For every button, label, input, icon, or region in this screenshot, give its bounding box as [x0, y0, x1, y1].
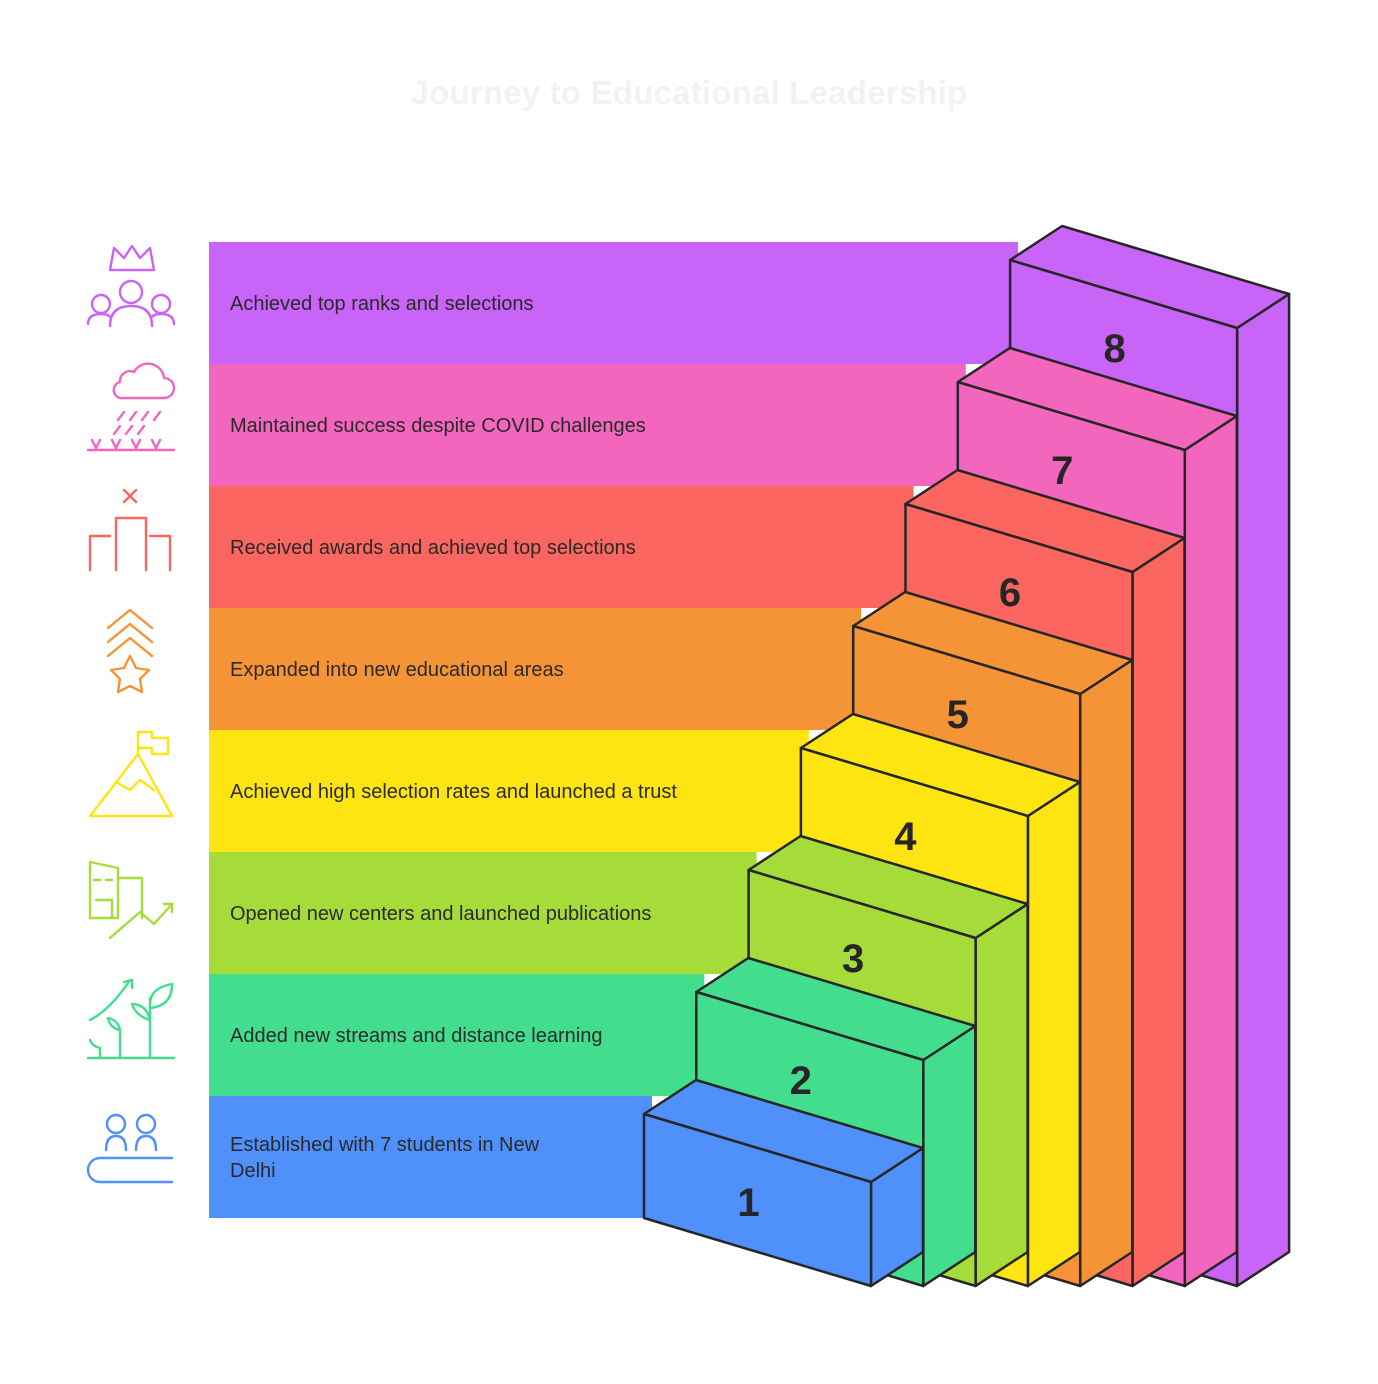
buildings-growth-icon — [88, 860, 174, 940]
people-on-platform-icon — [86, 1113, 174, 1184]
step-label-6: Received awards and achieved top selecti… — [230, 537, 636, 559]
step-block-1: 1 — [642, 1078, 925, 1288]
step-label-8: Achieved top ranks and selections — [230, 293, 534, 315]
mountain-flag-icon — [88, 730, 174, 818]
step-label-2: Added new streams and distance learning — [230, 1025, 602, 1047]
step-band-6 — [209, 486, 914, 608]
crowned-team-icon — [86, 244, 176, 328]
step-band-3 — [209, 852, 757, 974]
podium-icon — [88, 488, 172, 572]
chevrons-star-icon — [106, 608, 154, 694]
step-number-4: 4 — [894, 815, 917, 859]
diagram-title: Journey to Educational Leadership — [410, 74, 968, 111]
step-label-7: Maintained success despite COVID challen… — [230, 415, 646, 437]
growing-plants-icon — [86, 978, 176, 1060]
step-number-1: 1 — [737, 1181, 759, 1225]
step-number-6: 6 — [999, 571, 1021, 615]
step-band-8 — [209, 242, 1019, 364]
step-label-3: Opened new centers and launched publicat… — [230, 903, 651, 925]
step-label-5: Expanded into new educational areas — [230, 659, 564, 681]
step-number-2: 2 — [790, 1059, 812, 1103]
step-band-4 — [209, 730, 809, 852]
step-number-3: 3 — [842, 937, 864, 981]
step-number-5: 5 — [947, 693, 969, 737]
step-band-1 — [209, 1096, 652, 1218]
step-number-8: 8 — [1103, 327, 1125, 371]
step-number-7: 7 — [1051, 449, 1073, 493]
step-label-4: Achieved high selection rates and launch… — [230, 781, 677, 803]
step-band-2 — [209, 974, 705, 1096]
rain-cloud-icon — [86, 362, 176, 452]
step-band-7 — [209, 364, 966, 486]
step-band-5 — [209, 608, 862, 730]
